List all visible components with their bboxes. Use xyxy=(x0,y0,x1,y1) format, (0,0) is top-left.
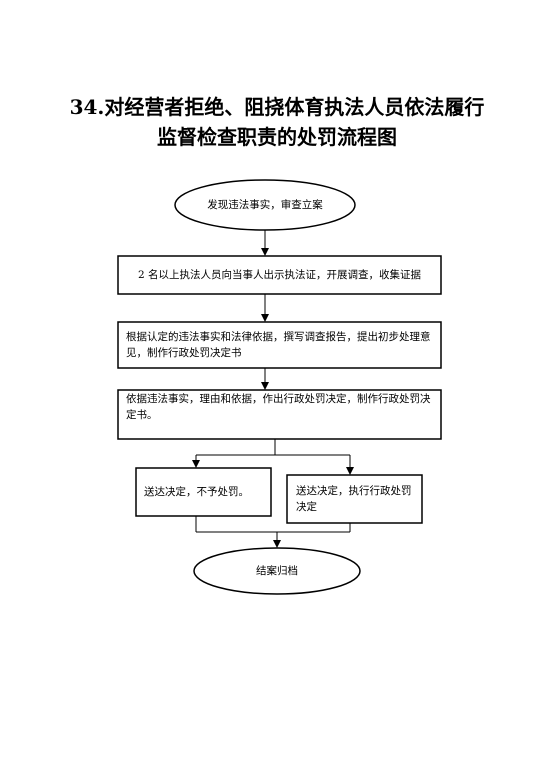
step3-box xyxy=(117,389,442,440)
branch-left-box xyxy=(135,467,272,517)
start-node-label: 发现违法事实，审查立案 xyxy=(207,199,323,211)
step3-label: 依据违法事实，理由和依据，作出行政处罚决定，制作行政处罚决定书。 xyxy=(126,393,431,421)
page-title-line1: 34.对经营者拒绝、阻挠体育执法人员依法履行 xyxy=(69,95,485,119)
branch-left-label: 送达决定，不予处罚。 xyxy=(144,486,249,498)
step2-box xyxy=(117,321,442,369)
page-title-line2: 监督检查职责的处罚流程图 xyxy=(157,125,397,149)
end-ellipse xyxy=(193,547,361,595)
end-node-label: 结案归档 xyxy=(256,565,298,577)
step1-box xyxy=(117,255,442,295)
branch-right-box xyxy=(286,474,423,524)
step2-label: 根据认定的违法事实和法律依据，撰写调查报告，提出初步处理意见，制作行政处罚决定书 xyxy=(126,331,431,359)
step1-label: 2 名以上执法人员向当事人出示执法证，开展调查，收集证据 xyxy=(137,269,422,281)
branch-right-label: 送达决定，执行行政处罚决定 xyxy=(296,485,412,513)
